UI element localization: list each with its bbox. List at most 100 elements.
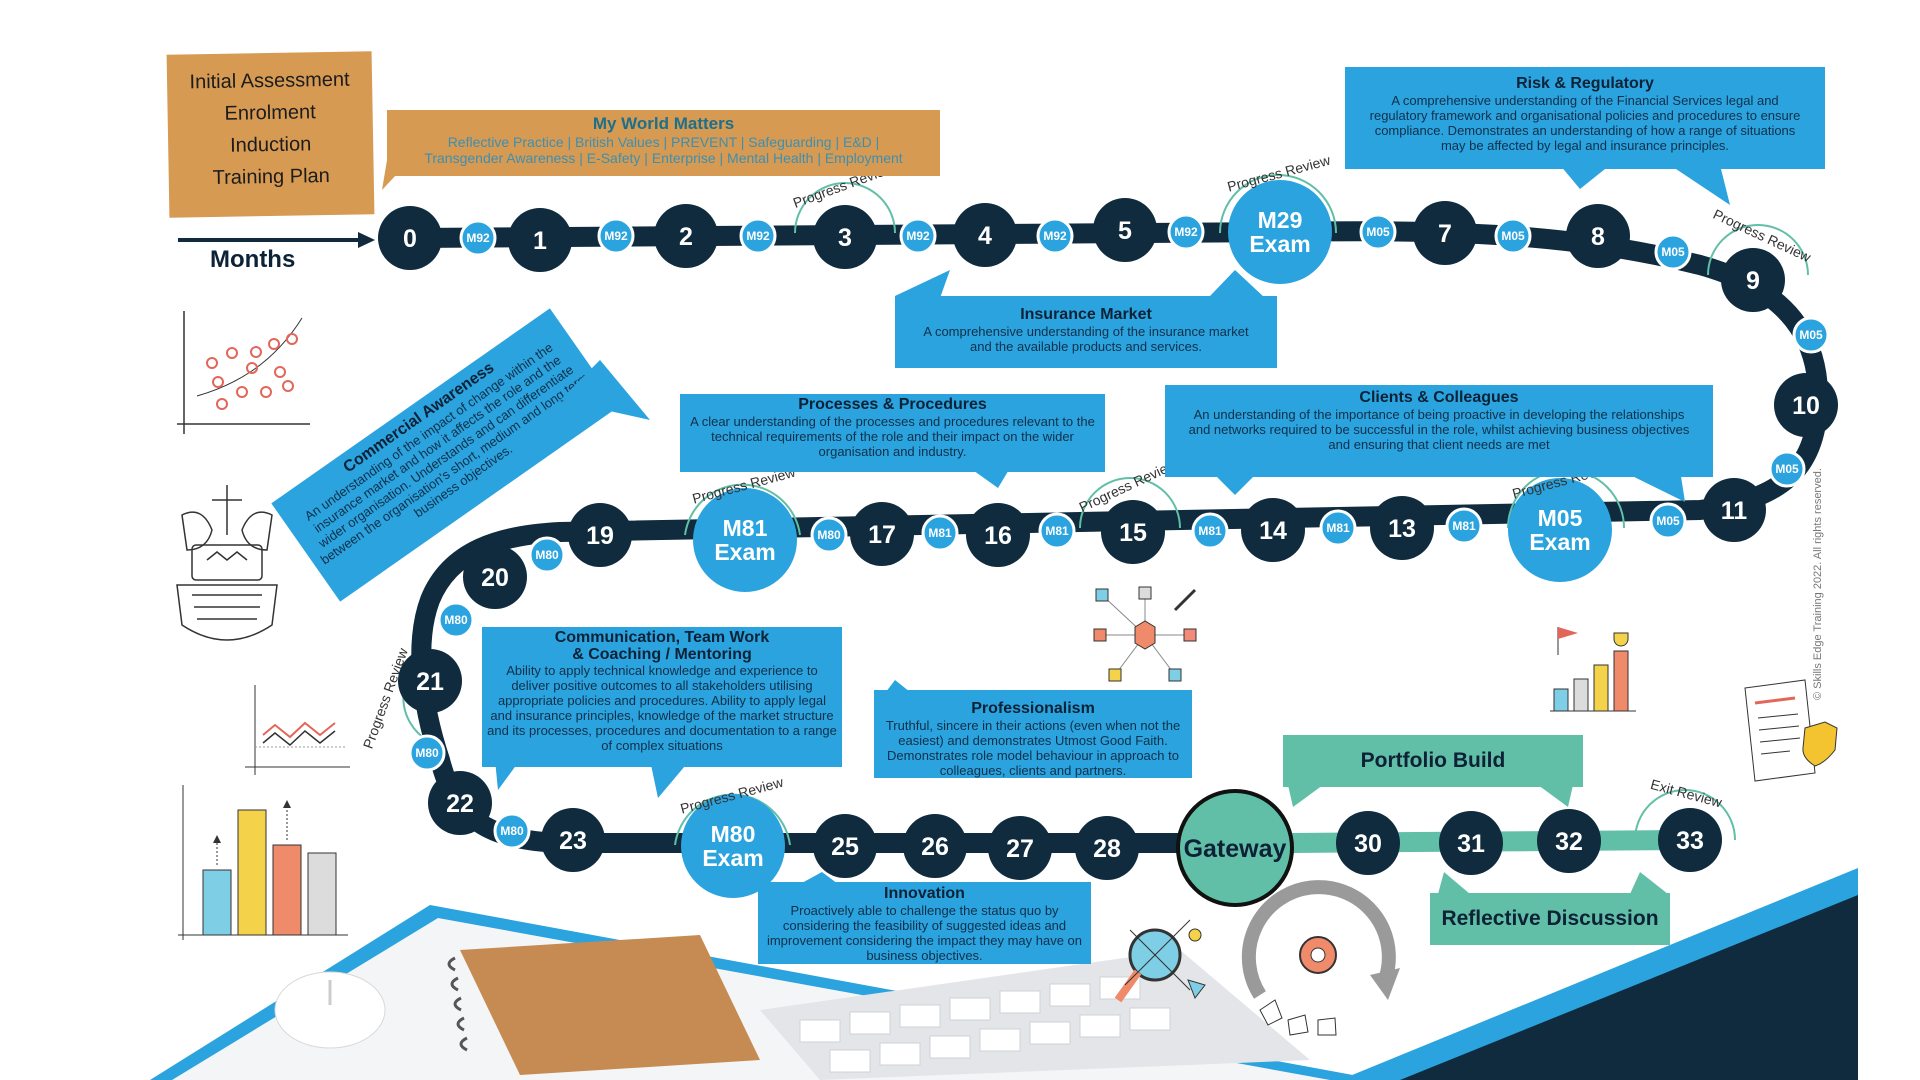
module-chip-label: M05 — [1366, 225, 1390, 239]
exam-label: Exam — [702, 845, 763, 871]
month-number: 4 — [978, 222, 992, 250]
month-node — [1702, 478, 1766, 542]
month-number: 8 — [1591, 223, 1605, 251]
month-number: 22 — [446, 790, 474, 818]
module-chip-label: M80 — [415, 746, 439, 760]
label-tail — [1438, 872, 1668, 894]
callout-title: Clients & Colleagues — [1359, 389, 1519, 406]
callout-text: A clear understanding of the processes a… — [690, 414, 1095, 459]
month-node — [966, 503, 1030, 567]
module-chip-label: M05 — [1501, 229, 1525, 243]
onboarding-item: Enrolment — [224, 101, 316, 125]
month-node — [1075, 816, 1139, 880]
callout-title: Professionalism — [971, 700, 1095, 717]
month-node — [378, 206, 442, 270]
month-node — [813, 205, 877, 269]
month-number: 2 — [679, 223, 693, 251]
callout-text: Ability to apply technical knowledge and… — [487, 663, 837, 753]
module-chip — [597, 217, 635, 255]
module-chip-label: M81 — [1326, 521, 1350, 535]
exam-node — [1228, 180, 1332, 284]
module-chip — [810, 516, 848, 554]
callout-text: A comprehensive understanding of the Fin… — [1369, 93, 1801, 153]
module-chip — [1445, 507, 1483, 545]
module-chip — [408, 734, 446, 772]
gateway-label: Gateway — [1184, 835, 1287, 863]
callout-title: Communication, Team Work & Coaching / Me… — [554, 629, 770, 663]
insurance-market-callout: Insurance Market A comprehensive underst… — [895, 296, 1277, 368]
exam-label: M80 — [711, 821, 756, 847]
my-world-line: Reflective Practice | British Values | P… — [447, 134, 880, 150]
module-chip — [493, 812, 531, 850]
callout-tail — [495, 760, 690, 798]
module-chip-label: M05 — [1661, 245, 1685, 259]
exam-node — [693, 488, 797, 592]
module-chip-label: M92 — [1043, 229, 1067, 243]
module-chip — [1359, 213, 1397, 251]
month-node — [654, 204, 718, 268]
month-node — [508, 208, 572, 272]
portfolio-build-label: Portfolio Build — [1283, 735, 1583, 787]
onboarding-item: Training Plan — [212, 164, 330, 190]
module-chip — [459, 219, 497, 257]
module-chip-label: M05 — [1799, 328, 1823, 342]
month-node — [1566, 204, 1630, 268]
month-number: 9 — [1746, 267, 1760, 295]
module-chip-label: M92 — [604, 229, 628, 243]
module-chip — [1792, 316, 1830, 354]
month-node — [463, 545, 527, 609]
module-chip-label: M81 — [1045, 524, 1069, 538]
callout-tail — [560, 360, 650, 420]
callout-title: Processes & Procedures — [798, 396, 987, 413]
scatter-chart-icon — [177, 311, 310, 434]
exam-label: Exam — [1529, 529, 1590, 555]
exam-label: Exam — [1249, 231, 1310, 257]
copyright-text: © Skills Edge Training 2022. All rights … — [1812, 468, 1824, 700]
module-chip — [1036, 217, 1074, 255]
module-chip — [1768, 450, 1806, 488]
module-chip — [739, 217, 777, 255]
communication-callout: Communication, Team Work & Coaching / Me… — [482, 627, 842, 767]
risk-regulatory-callout: Risk & Regulatory A comprehensive unders… — [1345, 67, 1825, 169]
my-world-line: Transgender Awareness | E-Safety | Enter… — [424, 150, 903, 166]
module-chip-label: M81 — [928, 526, 952, 540]
month-node — [988, 816, 1052, 880]
keyboard-image — [760, 950, 1310, 1080]
month-node — [1721, 248, 1785, 312]
innovation-callout: Innovation Proactively able to challenge… — [758, 882, 1091, 964]
exam-node — [681, 794, 785, 898]
month-number: 33 — [1676, 827, 1704, 855]
module-chip-label: M05 — [1656, 514, 1680, 528]
document-shield-icon — [1744, 679, 1838, 782]
module-chip-label: M81 — [1452, 519, 1476, 533]
module-chip — [921, 514, 959, 552]
module-chip — [1038, 512, 1076, 550]
month-node — [813, 814, 877, 878]
month-number: 16 — [984, 522, 1012, 550]
callout-title: Insurance Market — [1020, 306, 1152, 323]
module-chip-label: M80 — [500, 824, 524, 838]
module-chip — [1649, 502, 1687, 540]
month-node — [1413, 201, 1477, 265]
my-world-matters-banner: My World Matters Reflective Practice | B… — [387, 110, 940, 176]
professionalism-callout: Professionalism Truthful, sincere in the… — [874, 690, 1192, 778]
month-number: 31 — [1457, 830, 1485, 858]
search-gear-icon — [1114, 919, 1206, 1003]
my-world-title: My World Matters — [592, 114, 735, 133]
month-number: 0 — [403, 225, 417, 253]
month-number: 26 — [921, 833, 949, 861]
module-chip — [1191, 512, 1229, 550]
month-node — [428, 771, 492, 835]
module-chip — [1319, 509, 1357, 547]
label-tail — [1288, 785, 1573, 807]
month-node — [1658, 808, 1722, 872]
month-number: 32 — [1555, 828, 1583, 856]
callout-tail — [1560, 165, 1730, 205]
callout-text: Truthful, sincere in their actions (even… — [885, 718, 1181, 778]
month-number: 21 — [416, 668, 444, 696]
month-number: 15 — [1119, 519, 1147, 547]
notebook-image — [447, 935, 760, 1075]
